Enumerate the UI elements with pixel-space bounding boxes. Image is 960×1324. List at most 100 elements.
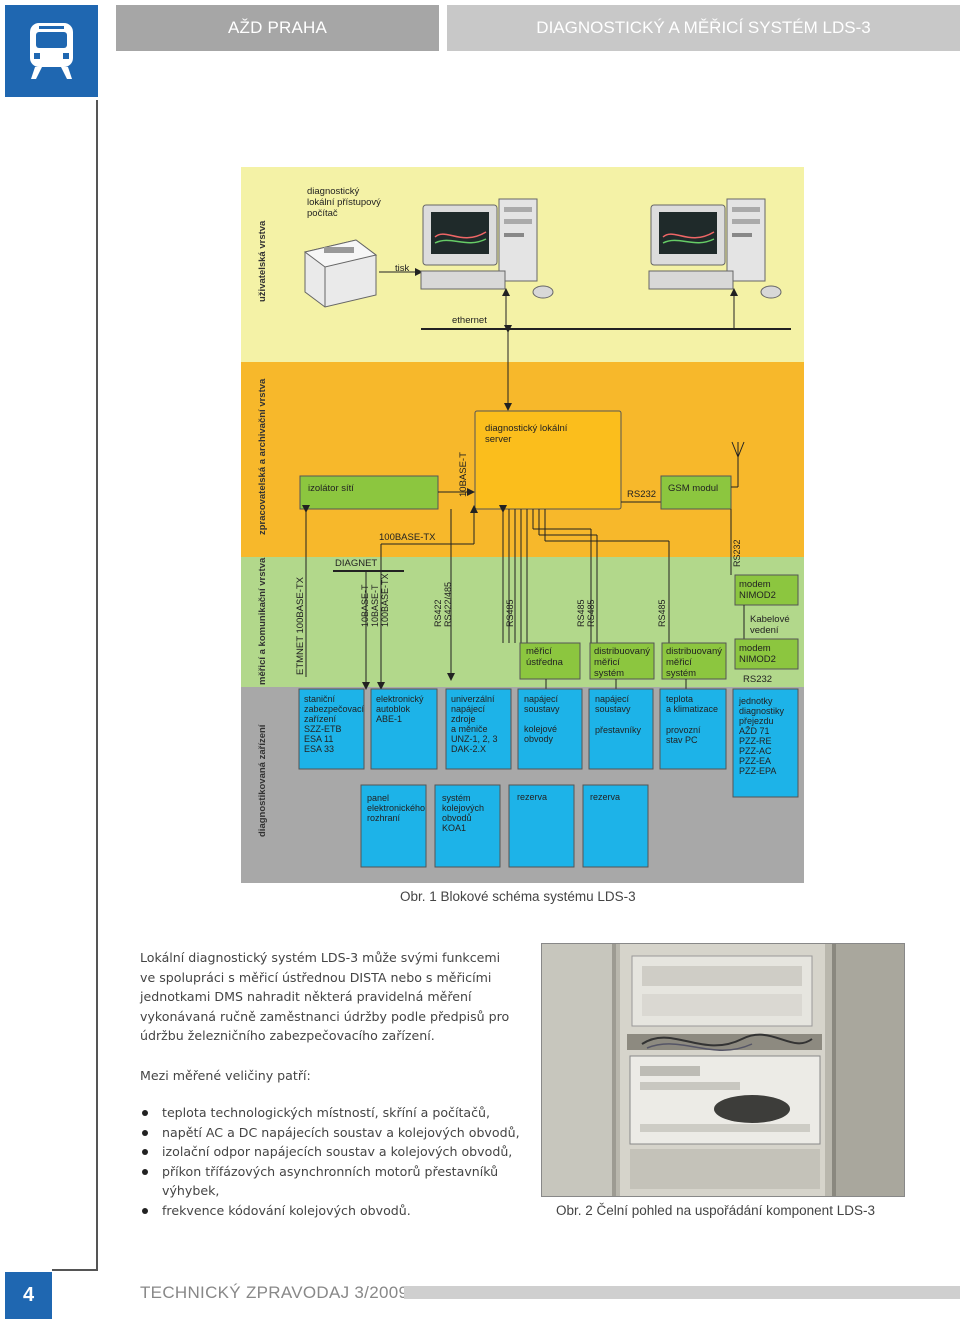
cabinet-photo (541, 943, 905, 1197)
page-number: 4 (5, 1272, 52, 1319)
d7-l8: PZZ-EPA (739, 766, 776, 776)
d1-l4: SZZ-ETB (304, 724, 342, 734)
gsm-label: GSM modul (668, 483, 718, 494)
list-item: teplota technologických místností, skřín… (140, 1103, 520, 1123)
layer-devices-label: diagnostikovaná zařízení (257, 724, 268, 837)
print-label: tisk (395, 263, 410, 274)
rs485-label-3: RS485 (586, 599, 596, 627)
ethernet-label: ethernet (452, 315, 487, 326)
cable-label-2: vedení (750, 625, 779, 636)
d9-l3: obvodů (442, 813, 472, 823)
logo-box (5, 5, 98, 97)
d3-l6: DAK-2.X (451, 744, 486, 754)
dist2-label-2: měřicí (666, 657, 692, 668)
cabinet-photo-svg (542, 944, 904, 1196)
rs485-label-2: RS485 (576, 599, 586, 627)
d1-l1: staniční (304, 694, 336, 704)
d7-l7: PZZ-EA (739, 756, 771, 766)
d2-l2: autoblok (376, 704, 411, 714)
d9-l1: systém (442, 793, 471, 803)
d3-l2: napájecí (451, 704, 486, 714)
v-10base-2: 10BASE-T (370, 584, 380, 627)
d1-l6: ESA 33 (304, 744, 334, 754)
header-left-title: AŽD PRAHA (116, 5, 439, 51)
modem2-label-1: modem (739, 643, 771, 654)
ustredna-label-1: měřicí (526, 646, 552, 657)
margin-rule (96, 100, 98, 1270)
ustredna-label-2: ústředna (526, 657, 564, 668)
d5-l3: přestavníky (595, 725, 642, 735)
device-box-7 (732, 688, 799, 798)
d8-l2: elektronického (367, 803, 425, 813)
tenbase-label: 10BASE-T (458, 452, 469, 497)
d6-l3: provozní (666, 725, 701, 735)
d4-l3: kolejové (524, 724, 557, 734)
dist1-label-1: distribuovaný (594, 646, 650, 657)
d5-l2: soustavy (595, 704, 631, 714)
list-item: frekvence kódování kolejových obvodů. (140, 1201, 520, 1221)
block-diagram: uživatelská vrstva zpracovatelská a arch… (241, 167, 804, 883)
d2-l3: ABE-1 (376, 714, 402, 724)
d4-l1: napájecí (524, 694, 559, 704)
device-box-3 (445, 688, 512, 770)
d3-l3: zdroje (451, 714, 476, 724)
measured-intro: Mezi měřené veličiny patří: (140, 1067, 311, 1083)
layer-processing-label: zpracovatelská a archivační vrstva (257, 378, 268, 535)
device-box-5 (588, 688, 654, 770)
d1-l5: ESA 11 (304, 734, 333, 744)
d9-l2: kolejových (442, 803, 484, 813)
dist1-label-2: měřicí (594, 657, 620, 668)
layer-user-label: uživatelská vrstva (257, 220, 268, 302)
dist2-label-1: distribuovaný (666, 646, 722, 657)
rs422-label: RS422 (433, 599, 443, 627)
rs485-label-1: RS485 (505, 599, 515, 627)
device-box-6 (659, 688, 727, 770)
d3-l5: UNZ-1, 2, 3 (451, 734, 498, 744)
v-100base: 100BASE-TX (380, 573, 390, 627)
header-right-title: DIAGNOSTICKÝ A MĚŘICÍ SYSTÉM LDS-3 (447, 5, 960, 51)
train-icon (30, 23, 73, 79)
rs232-label-bottom: RS232 (743, 674, 772, 685)
d4-l2: soustavy (524, 704, 560, 714)
d3-l4: a měniče (451, 724, 488, 734)
intro-paragraph: Lokální diagnostický systém LDS-3 může s… (140, 950, 510, 1044)
device-box-1 (298, 688, 365, 770)
d3-l1: univerzální (451, 694, 495, 704)
computer-icon (648, 198, 782, 299)
device-box-8 (360, 784, 427, 868)
d5-l1: napájecí (595, 694, 630, 704)
footer-bar (404, 1286, 960, 1299)
footer-title: TECHNICKÝ ZPRAVODAJ 3/2009 (140, 1283, 409, 1302)
d7-l2: diagnostiky (739, 706, 785, 716)
device-box-10 (508, 784, 575, 868)
diagnet-label: DIAGNET (335, 558, 377, 569)
antenna-icon (731, 441, 745, 488)
d7-l1: jednotky (738, 696, 773, 706)
d7-l4: AŽD 71 (739, 726, 770, 736)
d1-l2: zabezpečovací (304, 704, 365, 714)
figure-caption-1: Obr. 1 Blokové schéma systému LDS-3 (400, 889, 636, 904)
etmnet-label: ETMNET 100BASE-TX (295, 576, 306, 675)
rs422-485-label: RS422/485 (443, 582, 453, 627)
rs485-label-4: RS485 (657, 599, 667, 627)
d8-l1: panel (367, 793, 389, 803)
isolator-label: izolátor sítí (308, 483, 354, 494)
dist2-box (661, 642, 727, 680)
layer-measuring-label: měřicí a komunikační vrstva (257, 557, 268, 685)
modem1-label-2: NIMOD2 (739, 590, 776, 601)
dist1-label-3: systém (594, 668, 624, 679)
device-box-2 (370, 688, 438, 770)
v-10base-1: 10BASE-T (360, 584, 370, 627)
device-box-9 (434, 784, 501, 868)
block-diagram-svg: uživatelská vrstva zpracovatelská a arch… (241, 167, 804, 883)
rs232-label-v: RS232 (732, 539, 742, 567)
d7-l3: přejezdu (739, 716, 774, 726)
modem2-label-2: NIMOD2 (739, 654, 776, 665)
dist2-label-3: systém (666, 668, 696, 679)
cable-label-1: Kabelové (750, 614, 790, 625)
device-box-11 (582, 784, 649, 868)
d6-l4: stav PC (666, 735, 698, 745)
d4-l4: obvody (524, 734, 554, 744)
pc-label-3: počítač (307, 208, 338, 219)
d11-l1: rezerva (590, 792, 620, 802)
